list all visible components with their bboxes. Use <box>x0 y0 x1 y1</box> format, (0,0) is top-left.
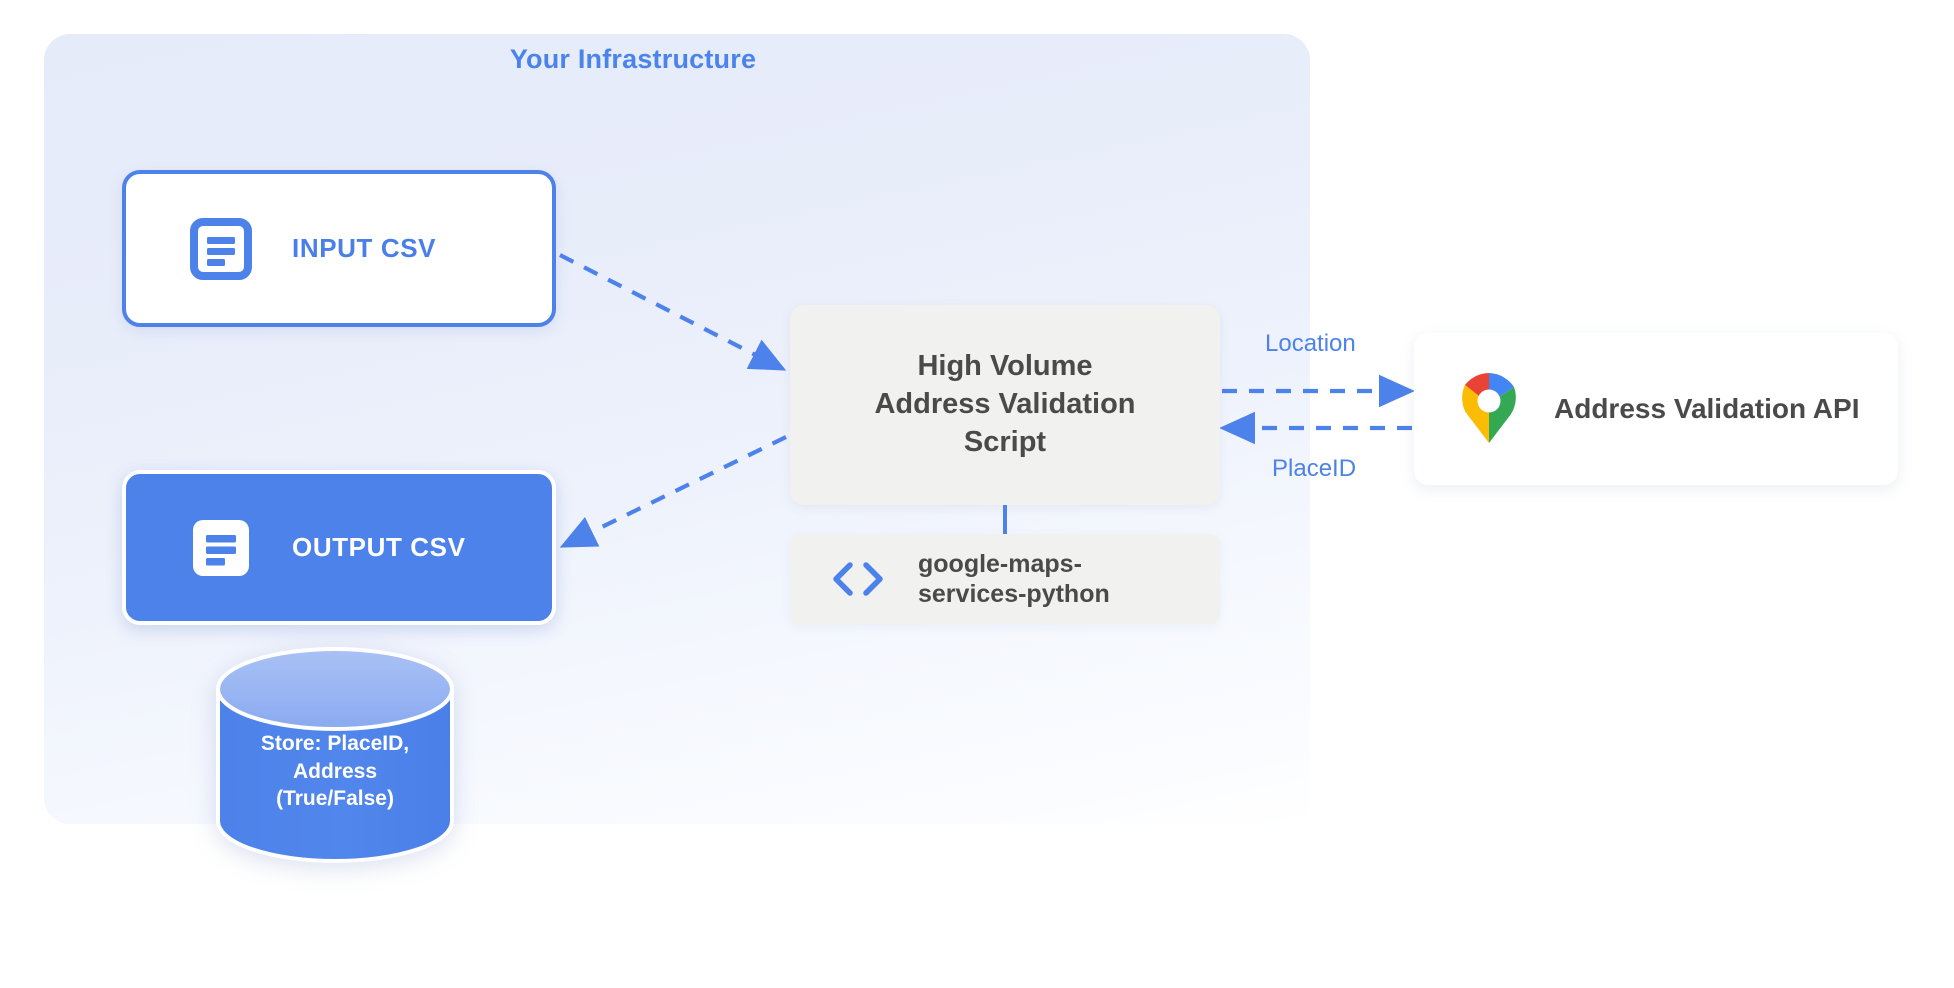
script-title-line1: High Volume <box>917 350 1093 383</box>
edge-input-to-script <box>559 253 787 371</box>
library-label-line2: services-python <box>918 580 1110 608</box>
library-label-line1: google-maps- <box>918 549 1082 578</box>
node-validation-script[interactable]: High Volume Address Validation Script <box>790 305 1220 505</box>
google-maps-pin-icon <box>1462 373 1516 443</box>
code-brackets-icon <box>833 562 883 596</box>
database-cylinder[interactable] <box>210 645 460 865</box>
node-address-validation-api[interactable]: Address Validation API <box>1414 333 1898 485</box>
edge-script-to-output <box>559 435 787 548</box>
document-icon <box>190 217 252 280</box>
edge-script-to-library <box>1003 505 1007 535</box>
node-client-library[interactable]: google-maps- services-python <box>790 534 1220 624</box>
output-csv-label: OUTPUT CSV <box>292 532 466 562</box>
input-csv-label: INPUT CSV <box>292 233 437 263</box>
infrastructure-title: Your Infrastructure <box>509 44 757 74</box>
script-title-group: High Volume Address Validation Script <box>790 348 1220 461</box>
api-label: Address Validation API <box>1554 393 1860 424</box>
edge-label-placeid: PlaceID <box>1272 455 1357 482</box>
document-icon <box>193 519 249 576</box>
library-label-group: google-maps- services-python <box>918 549 1110 610</box>
script-title-line2: Address Validation <box>874 388 1136 421</box>
edge-label-location: Location <box>1265 330 1356 357</box>
node-input-csv[interactable]: INPUT CSV <box>122 170 556 327</box>
node-output-csv[interactable]: OUTPUT CSV <box>122 470 556 625</box>
script-title-line3: Script <box>963 425 1047 458</box>
